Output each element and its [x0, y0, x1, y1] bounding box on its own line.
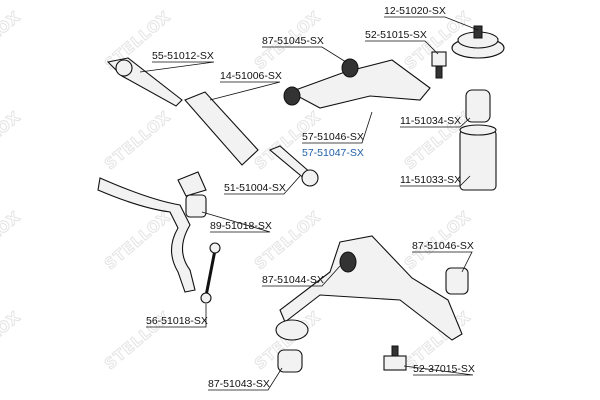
part-label[interactable]: 56-51018-SX: [146, 315, 208, 327]
part-label[interactable]: 57-51046-SX: [302, 131, 364, 143]
watermark-text: STELLOX: [101, 207, 174, 273]
ball-joint-52-37015: [383, 345, 407, 371]
tie-rod-end-51-51004: [268, 145, 319, 187]
part-label[interactable]: 55-51012-SX: [152, 50, 214, 62]
part-label[interactable]: 87-51046-SX: [412, 240, 474, 252]
part-label[interactable]: 87-51043-SX: [208, 378, 270, 390]
leader-lines: [139, 16, 479, 391]
watermark-text: STELLOX: [0, 307, 24, 373]
ball-joint-52-51015: [431, 51, 447, 79]
part-label[interactable]: 14-51006-SX: [220, 70, 282, 82]
part-label[interactable]: 11-51033-SX: [400, 174, 461, 186]
watermark-text: STELLOX: [0, 107, 24, 173]
strut-mount-12-51020: [451, 25, 505, 59]
part-label[interactable]: 11-51034-SX: [400, 115, 461, 127]
upper-arm-57-51046: [283, 58, 431, 109]
boot-14-51006: [184, 91, 259, 166]
part-label[interactable]: 52-51015-SX: [365, 29, 427, 41]
bushing-87-51043: [275, 319, 309, 373]
watermark-text: STELLOX: [101, 107, 174, 173]
lower-arm: [279, 235, 463, 341]
bushing-87-51046: [445, 267, 469, 295]
part-label[interactable]: 51-51004-SX: [224, 182, 286, 194]
watermark-text: STELLOX: [0, 207, 24, 273]
part-label[interactable]: 52-37015-SX: [413, 363, 475, 375]
boot-11-51033: [459, 124, 497, 191]
watermark-text: STELLOX: [251, 207, 324, 273]
part-label[interactable]: 89-51018-SX: [210, 220, 272, 232]
stabilizer-bar: [97, 177, 196, 293]
link-56-51018: [200, 242, 221, 304]
part-label[interactable]: 87-51045-SX: [262, 35, 324, 47]
part-label[interactable]: 12-51020-SX: [384, 5, 446, 17]
bushing-89-51018: [177, 171, 207, 218]
watermark-text: STELLOX: [0, 7, 24, 73]
tie-rod-55-51012: [106, 57, 183, 107]
part-label[interactable]: 87-51044-SX: [262, 274, 324, 286]
bump-stop-11-51034: [465, 89, 491, 123]
part-label-highlighted[interactable]: 57-51047-SX: [302, 147, 364, 159]
